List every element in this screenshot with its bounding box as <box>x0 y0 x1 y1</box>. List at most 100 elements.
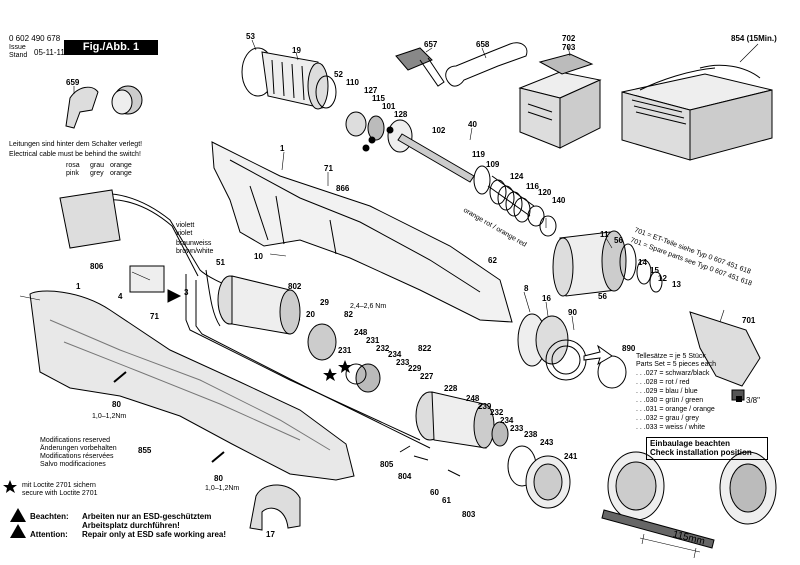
part-number: 803 <box>462 510 476 519</box>
part-number: 80 <box>214 474 223 483</box>
charger-illustration <box>621 64 773 161</box>
part-number: 90 <box>568 308 577 317</box>
esd-de-text2: Arbeitsplatz durchführen! <box>82 521 180 530</box>
leader-lines <box>19 39 759 331</box>
figure-label: Fig./Abb. 1 <box>64 40 158 55</box>
motor-802-illustration <box>217 275 301 335</box>
part-number: 11 <box>600 230 609 239</box>
part-number: 29 <box>320 298 329 307</box>
part-number: 703 <box>562 43 576 52</box>
part-number: 71 <box>324 164 333 173</box>
part-number: 248 <box>466 394 480 403</box>
mods-reserved-2: Modifications réservées <box>40 453 114 460</box>
part-number: 231 <box>338 346 352 355</box>
part-number: 80 <box>112 400 121 409</box>
esd-de-label: Beachten: <box>30 512 69 521</box>
parts-set-item: . . .030 = grün / green <box>636 397 704 404</box>
parts-set-item: . . .028 = rot / red <box>636 379 690 386</box>
wire-grau-grey: grau grey <box>90 162 105 177</box>
shaft-illustration <box>397 133 475 183</box>
torque-80a: 1,0–1,2Nm <box>92 413 127 420</box>
part-number: 8 <box>524 284 529 293</box>
part-number: 890 <box>622 344 636 353</box>
parts-set-title-de: Tellesätze = je 5 Stück <box>636 353 706 360</box>
part-number: 234 <box>388 350 402 359</box>
parts-set-item: . . .033 = weiss / white <box>636 424 706 431</box>
install-box: Einbaulage beachten Check installation p… <box>646 437 768 460</box>
warning-triangles <box>10 508 26 538</box>
part-number: 238 <box>524 430 538 439</box>
parts-set-item: . . .027 = schwarz/black <box>636 370 710 377</box>
part-number: 16 <box>542 294 551 303</box>
lower-housing-illustration <box>29 290 355 481</box>
parts-set-item: . . .031 = orange / orange <box>636 406 715 413</box>
planet-gear-illustration <box>307 323 381 393</box>
cap-illustration <box>111 85 143 115</box>
housing-shell-illustration <box>211 141 513 323</box>
esd-de-text1: Arbeiten nur an ESD-geschütztem <box>82 512 212 521</box>
switch-block-illustration <box>59 189 182 303</box>
part-number: 855 <box>138 446 152 455</box>
wrench-illustration <box>445 42 528 87</box>
parts-set-title-en: Parts Set = 5 pieces each <box>636 361 716 368</box>
angle-head-701-illustration <box>689 311 761 401</box>
part-number: 234 <box>500 416 514 425</box>
part-number: 241 <box>564 452 578 461</box>
issue-label: Issue Stand <box>9 44 28 59</box>
battery-label: 854 (15Min.) <box>731 34 777 43</box>
esd-en-text: Repair only at ESD safe working area! <box>82 530 227 539</box>
cover-illustration <box>249 484 301 531</box>
direction-arrows <box>583 344 613 366</box>
parts-set-item: . . .029 = blau / blue <box>636 388 698 395</box>
part-number: 62 <box>488 256 497 265</box>
size-3-8: 3/8" <box>746 396 760 405</box>
wire-violett: violett violet <box>176 222 195 237</box>
part-number: 140 <box>552 196 566 205</box>
part-number: 127 <box>364 86 378 95</box>
torque-80b: 1,0–1,2Nm <box>205 485 240 492</box>
part-number: 657 <box>424 40 438 49</box>
part-number: 232 <box>376 344 390 353</box>
part-number: 110 <box>346 78 359 87</box>
part-number: 120 <box>538 188 552 197</box>
part-number: 19 <box>292 46 301 55</box>
part-number: 14 <box>638 258 647 267</box>
part-number: 239 <box>478 402 492 411</box>
part-number: 659 <box>66 78 80 87</box>
part-number: 82 <box>344 310 353 319</box>
part-number: 13 <box>672 280 681 289</box>
part-number: 805 <box>380 460 394 469</box>
part-number: 115 <box>372 94 385 103</box>
wire-orange: orange orange <box>110 162 132 177</box>
esd-en-label: Attention: <box>30 530 68 539</box>
part-number: 804 <box>398 472 412 481</box>
motor-822-illustration <box>415 391 509 449</box>
torque-82: 2,4–2,6 Nm <box>350 303 387 310</box>
part-number: 56 <box>614 236 623 245</box>
spring-stack-illustration <box>473 165 557 237</box>
install-box-de: Einbaulage beachten <box>650 439 731 448</box>
part-number: 61 <box>442 496 451 505</box>
part-number: 116 <box>526 182 539 191</box>
part-number: 658 <box>476 40 490 49</box>
part-number: 233 <box>396 358 410 367</box>
ring-parts-illustration <box>517 313 627 389</box>
mods-reserved-0: Modifications reserved <box>40 437 111 444</box>
part-number: 233 <box>510 424 524 433</box>
loctite-star-marks <box>3 360 352 493</box>
part-number: 866 <box>336 184 350 193</box>
part-number: 20 <box>306 310 315 319</box>
part-number: 17 <box>266 530 275 539</box>
part-number: 701 <box>742 316 756 325</box>
wire-braunweiss: braunweiss brown/white <box>176 240 214 255</box>
battery-pack-illustration <box>518 53 602 149</box>
part-number: 101 <box>382 102 396 111</box>
part-number: 51 <box>216 258 225 267</box>
part-number: 231 <box>366 336 380 345</box>
part-number: 1 <box>76 282 81 291</box>
angle-head-parts-illustration <box>552 230 663 297</box>
parts-set-item: . . .032 = grau / grey <box>636 415 699 422</box>
part-number: 227 <box>420 372 434 381</box>
mods-reserved-1: Änderungen vorbehalten <box>40 445 117 452</box>
